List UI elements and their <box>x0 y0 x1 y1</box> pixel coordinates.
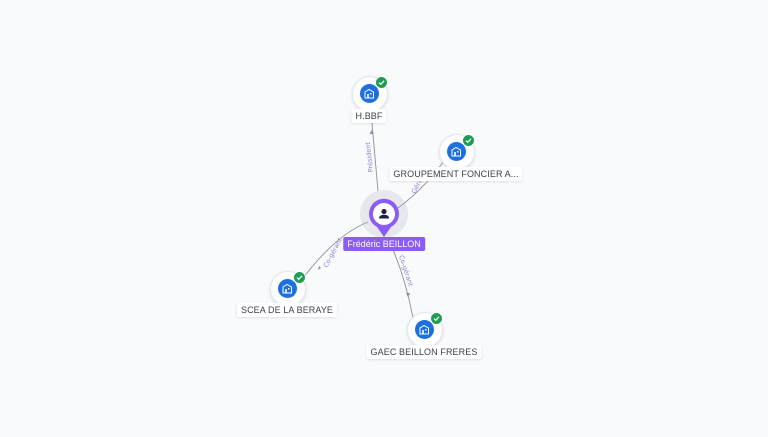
user-icon <box>379 208 389 219</box>
company-node-groupement[interactable] <box>439 134 475 170</box>
company-node-hbbf[interactable] <box>352 76 388 112</box>
person-label[interactable]: Frédéric BEILLON <box>343 237 425 251</box>
person-node[interactable] <box>366 196 402 238</box>
edge-label-gaec: Co-gérant <box>397 254 415 288</box>
edge-hbbf <box>370 111 379 192</box>
company-label-groupement[interactable]: GROUPEMENT FONCIER A... <box>389 167 523 181</box>
company-label-scea[interactable]: SCEA DE LA BERAYE <box>236 303 338 317</box>
check-badge-icon <box>430 312 443 325</box>
edge-scea <box>299 221 369 283</box>
check-badge-icon <box>462 134 475 147</box>
company-label-hbbf[interactable]: H.BBF <box>351 109 387 123</box>
building-icon <box>447 142 466 161</box>
building-icon <box>360 84 379 103</box>
company-node-scea[interactable] <box>270 271 306 307</box>
check-badge-icon <box>375 76 388 89</box>
company-node-gaec[interactable] <box>407 312 443 348</box>
building-icon <box>278 279 297 298</box>
edge-arrow <box>406 293 410 297</box>
check-badge-icon <box>293 271 306 284</box>
edge-groupement <box>397 157 447 209</box>
company-label-gaec[interactable]: GAEC BEILLON FRERES <box>366 345 482 359</box>
edge-arrow <box>369 130 374 134</box>
edge-arrow <box>318 266 321 270</box>
building-icon <box>415 320 434 339</box>
edge-label-hbbf: Président <box>364 141 375 172</box>
